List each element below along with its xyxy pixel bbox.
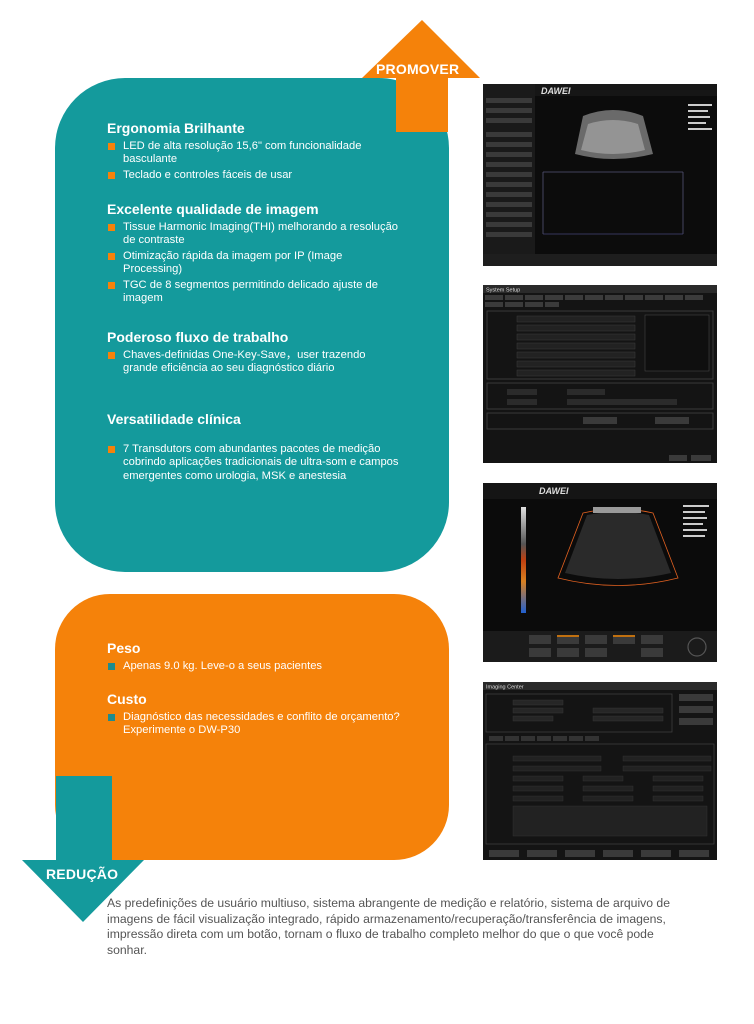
brand-logo: DAWEI [539,486,569,496]
section-title: Ergonomia Brilhante [107,120,245,136]
reduce-arrow-icon [22,776,144,922]
savings-panel [55,594,449,860]
list-item: Diagnóstico das necessidades e conflito … [107,711,402,738]
list-item: LED de alta resolução 15,6" com funciona… [107,140,402,167]
dialog-title: Imaging Center [486,685,524,691]
list-item: Otimização rápida da imagem por IP (Imag… [107,250,402,277]
list-item: Teclado e controles fáceis de usar [107,169,402,182]
section-title: Custo [107,691,147,707]
list-item: Chaves-definidas One-Key-Save，user traze… [107,349,402,376]
section-cost: Custo Diagnóstico das necessidades e con… [107,691,402,740]
section-weight: Peso Apenas 9.0 kg. Leve-o a seus pacien… [107,640,402,675]
promote-arrow-icon [362,20,480,132]
section-workflow: Poderoso fluxo de trabalho Chaves-defini… [107,329,402,378]
system-setup-screenshot: System Setup [483,285,717,463]
section-title: Versatilidade clínica [107,411,241,427]
ultrasound-screenshot-1: DAWEI [483,84,717,266]
brand-logo: DAWEI [541,86,571,96]
section-image-quality: Excelente qualidade de imagem Tissue Har… [107,201,402,307]
section-title: Poderoso fluxo de trabalho [107,329,289,345]
section-versatility: Versatilidade clínica 7 Transdutors com … [107,411,402,485]
list-item: 7 Transdutors com abundantes pacotes de … [107,443,402,483]
ultrasound-screenshot-2: DAWEI [483,483,717,662]
section-title: Peso [107,640,141,656]
imaging-center-screenshot: Imaging Center [483,682,717,860]
footer-paragraph: As predefinições de usuário multiuso, si… [107,896,670,957]
reduce-label: REDUÇÃO [46,866,119,882]
list-item: Apenas 9.0 kg. Leve-o a seus pacientes [107,660,402,673]
list-item: Tissue Harmonic Imaging(THI) melhorando … [107,221,402,248]
promote-label: PROMOVER [376,61,460,77]
features-panel [55,78,449,572]
section-ergonomics: Ergonomia Brilhante LED de alta resoluçã… [107,120,402,184]
section-title: Excelente qualidade de imagem [107,201,319,217]
dialog-title: System Setup [486,288,520,294]
list-item: TGC de 8 segmentos permitindo delicado a… [107,279,402,306]
